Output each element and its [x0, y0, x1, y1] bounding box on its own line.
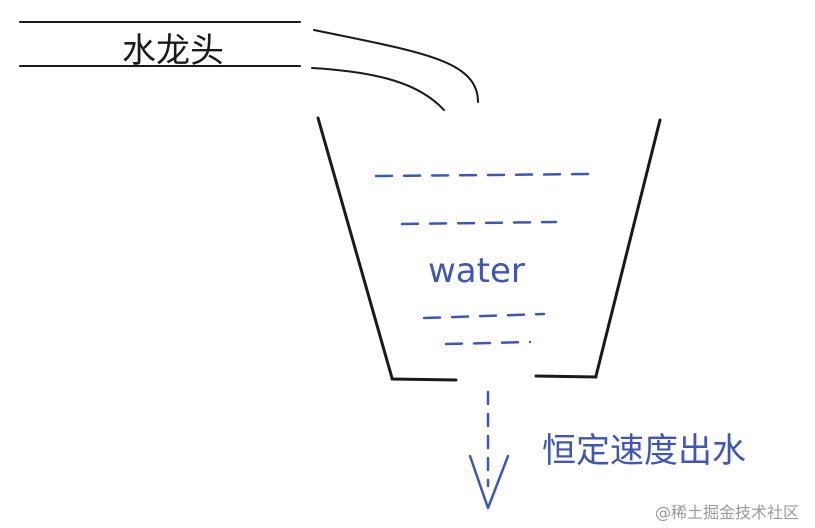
water-line: [424, 314, 544, 318]
water-line: [376, 174, 592, 176]
outflow-arrow: 恒定速度出水: [470, 392, 746, 508]
water-label: water: [428, 251, 525, 291]
faucet-spout-inner: [312, 68, 444, 110]
bucket-bottom-right: [536, 376, 596, 377]
bucket-left-wall: [318, 118, 392, 378]
watermark: @稀土掘金技术社区: [655, 503, 799, 522]
water-line: [446, 342, 530, 344]
water-level: water: [376, 174, 592, 344]
faucet-label: 水龙头: [122, 31, 224, 71]
bucket: [318, 118, 660, 380]
bucket-bottom-left: [392, 379, 456, 380]
water-line: [402, 222, 556, 224]
faucet-spout-outer: [314, 30, 478, 102]
faucet: 水龙头: [20, 22, 478, 110]
bucket-right-wall: [596, 120, 660, 376]
outflow-label: 恒定速度出水: [542, 431, 746, 471]
